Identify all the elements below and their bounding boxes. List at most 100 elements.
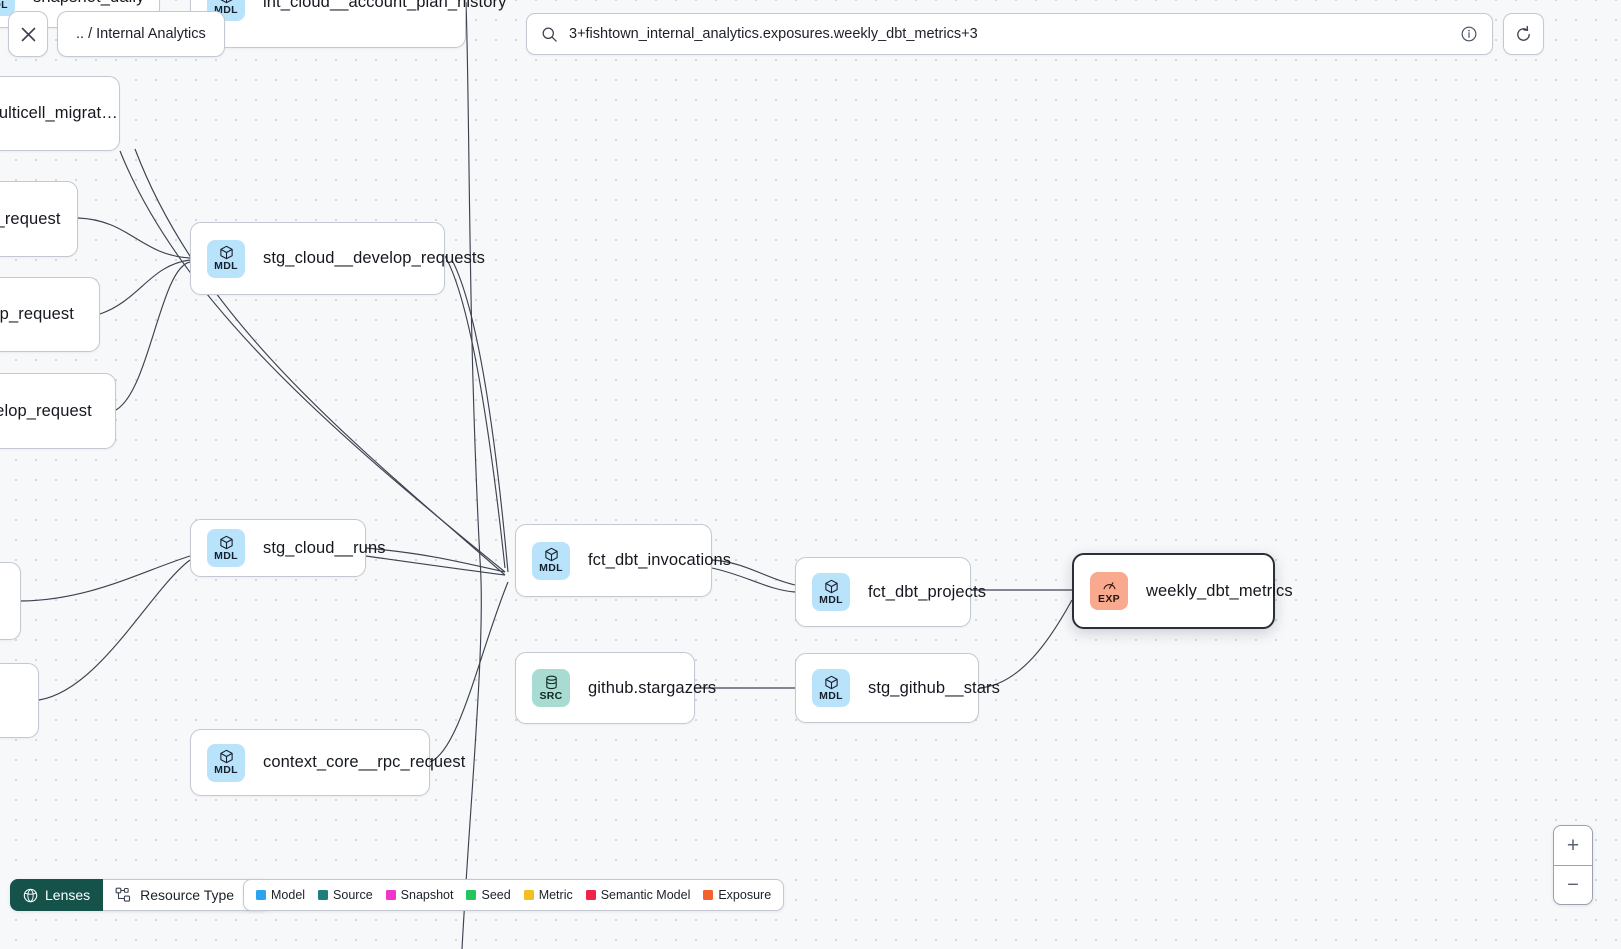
database-icon [545,675,557,689]
lineage-edge [77,217,191,259]
cube-icon [219,750,233,764]
lineage-node[interactable]: MDL fct_dbt_invocations [515,524,731,597]
lenses-label: Lenses [45,887,91,903]
cube-icon [220,0,232,3]
node-type-label: MDL [214,764,238,777]
node-label: velop_request [0,305,74,323]
lineage-edge [451,259,509,573]
node-label: stg_github__stars [868,678,1000,697]
node-type-label: MDL [539,562,563,575]
search-icon [542,27,557,42]
lineage-node[interactable]: MDLop_request [0,181,78,257]
node-type-badge-src: SRC [532,669,570,707]
legend-label: Model [271,888,306,902]
node-type-badge-mdl: MDL [812,669,850,707]
node-type-badge-mdl: MDL [532,541,570,580]
resource-type-dropdown[interactable]: Resource Type [103,879,270,911]
info-icon[interactable] [1460,25,1478,43]
close-icon [21,27,35,41]
node-type-label: MDL [214,260,238,273]
breadcrumb-label: .. / Internal Analytics [76,26,206,42]
refresh-button[interactable] [1503,13,1544,55]
lineage-node[interactable]: MDLn [0,562,21,640]
legend-swatch [585,890,596,900]
node-label: int_cloud__account_plan_history [263,0,507,11]
zoom-in-button[interactable]: + [1566,833,1580,857]
lineage-edge [99,259,191,315]
legend-item[interactable]: Snapshot [385,888,454,902]
legend-item[interactable]: Metric [523,888,573,902]
node-label: context_core__rpc_request [263,753,466,771]
lineage-edge [429,581,509,763]
lineage-node[interactable]: MDL fct_dbt_projects [795,557,986,627]
lineage-node[interactable]: MDLmulticell_migrat… [0,76,120,151]
lineage-edge [119,150,506,573]
zoom-controls: + − [1553,825,1593,905]
zoom-out-button[interactable]: − [1554,865,1592,904]
lineage-node[interactable]: MDL_develop_request [0,373,116,449]
lineage-node[interactable]: MDL stg_cloud__develop_requests [190,222,485,295]
node-label: snapshot_daily [33,0,144,7]
legend-swatch [385,890,396,900]
lineage-edge [365,555,506,576]
lens-toolbar: Lenses Resource Type [10,879,270,911]
legend-label: Exposure [718,888,772,902]
cube-icon [824,579,838,593]
node-type-label: MDL [0,0,8,11]
node-type-badge-exp: EXP [1090,572,1128,610]
legend-label: Snapshot [400,888,454,902]
lineage-node[interactable]: MDL_run [0,663,39,738]
node-type-label: MDL [214,3,238,16]
cube-icon [824,675,838,689]
legend-swatch [318,890,329,900]
lineage-edge [711,567,796,593]
lineage-node[interactable]: MDL context_core__rpc_request [190,729,465,796]
node-type-label: EXP [1098,592,1120,605]
legend-swatch [523,890,534,900]
resource-type-legend: Model Source Snapshot Seed Metric Semantic Mo… [243,879,785,911]
legend-swatch [703,890,714,900]
lineage-edge [978,599,1073,689]
cube-icon [219,246,233,260]
node-label: fct_dbt_projects [868,582,987,601]
legend-item[interactable]: Seed [466,888,511,902]
legend-item[interactable]: Exposure [703,888,771,902]
resource-type-label: Resource Type [140,887,235,903]
legend-swatch [466,890,477,900]
legend-item[interactable]: Source [318,888,373,902]
node-label: weekly_dbt_metrics [1146,581,1293,600]
cube-icon [219,535,233,549]
lineage-node[interactable]: SRC github.stargazers [515,652,716,724]
lineage-edge [115,261,191,411]
legend-item[interactable]: Model [256,888,305,902]
node-type-badge-mdl: MDL [207,743,245,782]
lenses-button[interactable]: Lenses [10,879,104,911]
resource-type-icon [115,887,131,902]
lineage-node[interactable]: MDLvelop_request [0,277,100,352]
lineage-search-bar[interactable] [526,13,1493,55]
node-label: _develop_request [0,401,92,420]
node-type-badge-mdl: MDL [812,573,850,611]
lineage-edge [134,148,506,576]
lineage-edge [38,559,191,701]
node-label: fct_dbt_invocations [588,551,732,569]
lineage-node[interactable]: EXP weekly_dbt_metrics [1072,553,1293,629]
legend-item[interactable]: Semantic Model [585,888,691,902]
lineage-edge [461,1,482,949]
close-button[interactable] [8,11,48,57]
gauge-icon [1103,582,1115,589]
search-input[interactable] [569,26,1449,42]
breadcrumb[interactable]: .. / Internal Analytics [57,11,225,57]
node-label: stg_cloud__develop_requests [263,249,485,267]
node-type-label: MDL [819,689,843,702]
legend-label: Seed [481,888,511,902]
refresh-icon [1517,25,1530,41]
node-label: github.stargazers [588,678,717,697]
lineage-node[interactable]: MDL stg_github__stars [795,653,1000,723]
lineage-node[interactable]: MDL int_cloud__account_plan_history [190,0,506,48]
legend-label: Semantic Model [600,888,691,902]
node-type-badge-mdl: MDL [207,529,245,567]
